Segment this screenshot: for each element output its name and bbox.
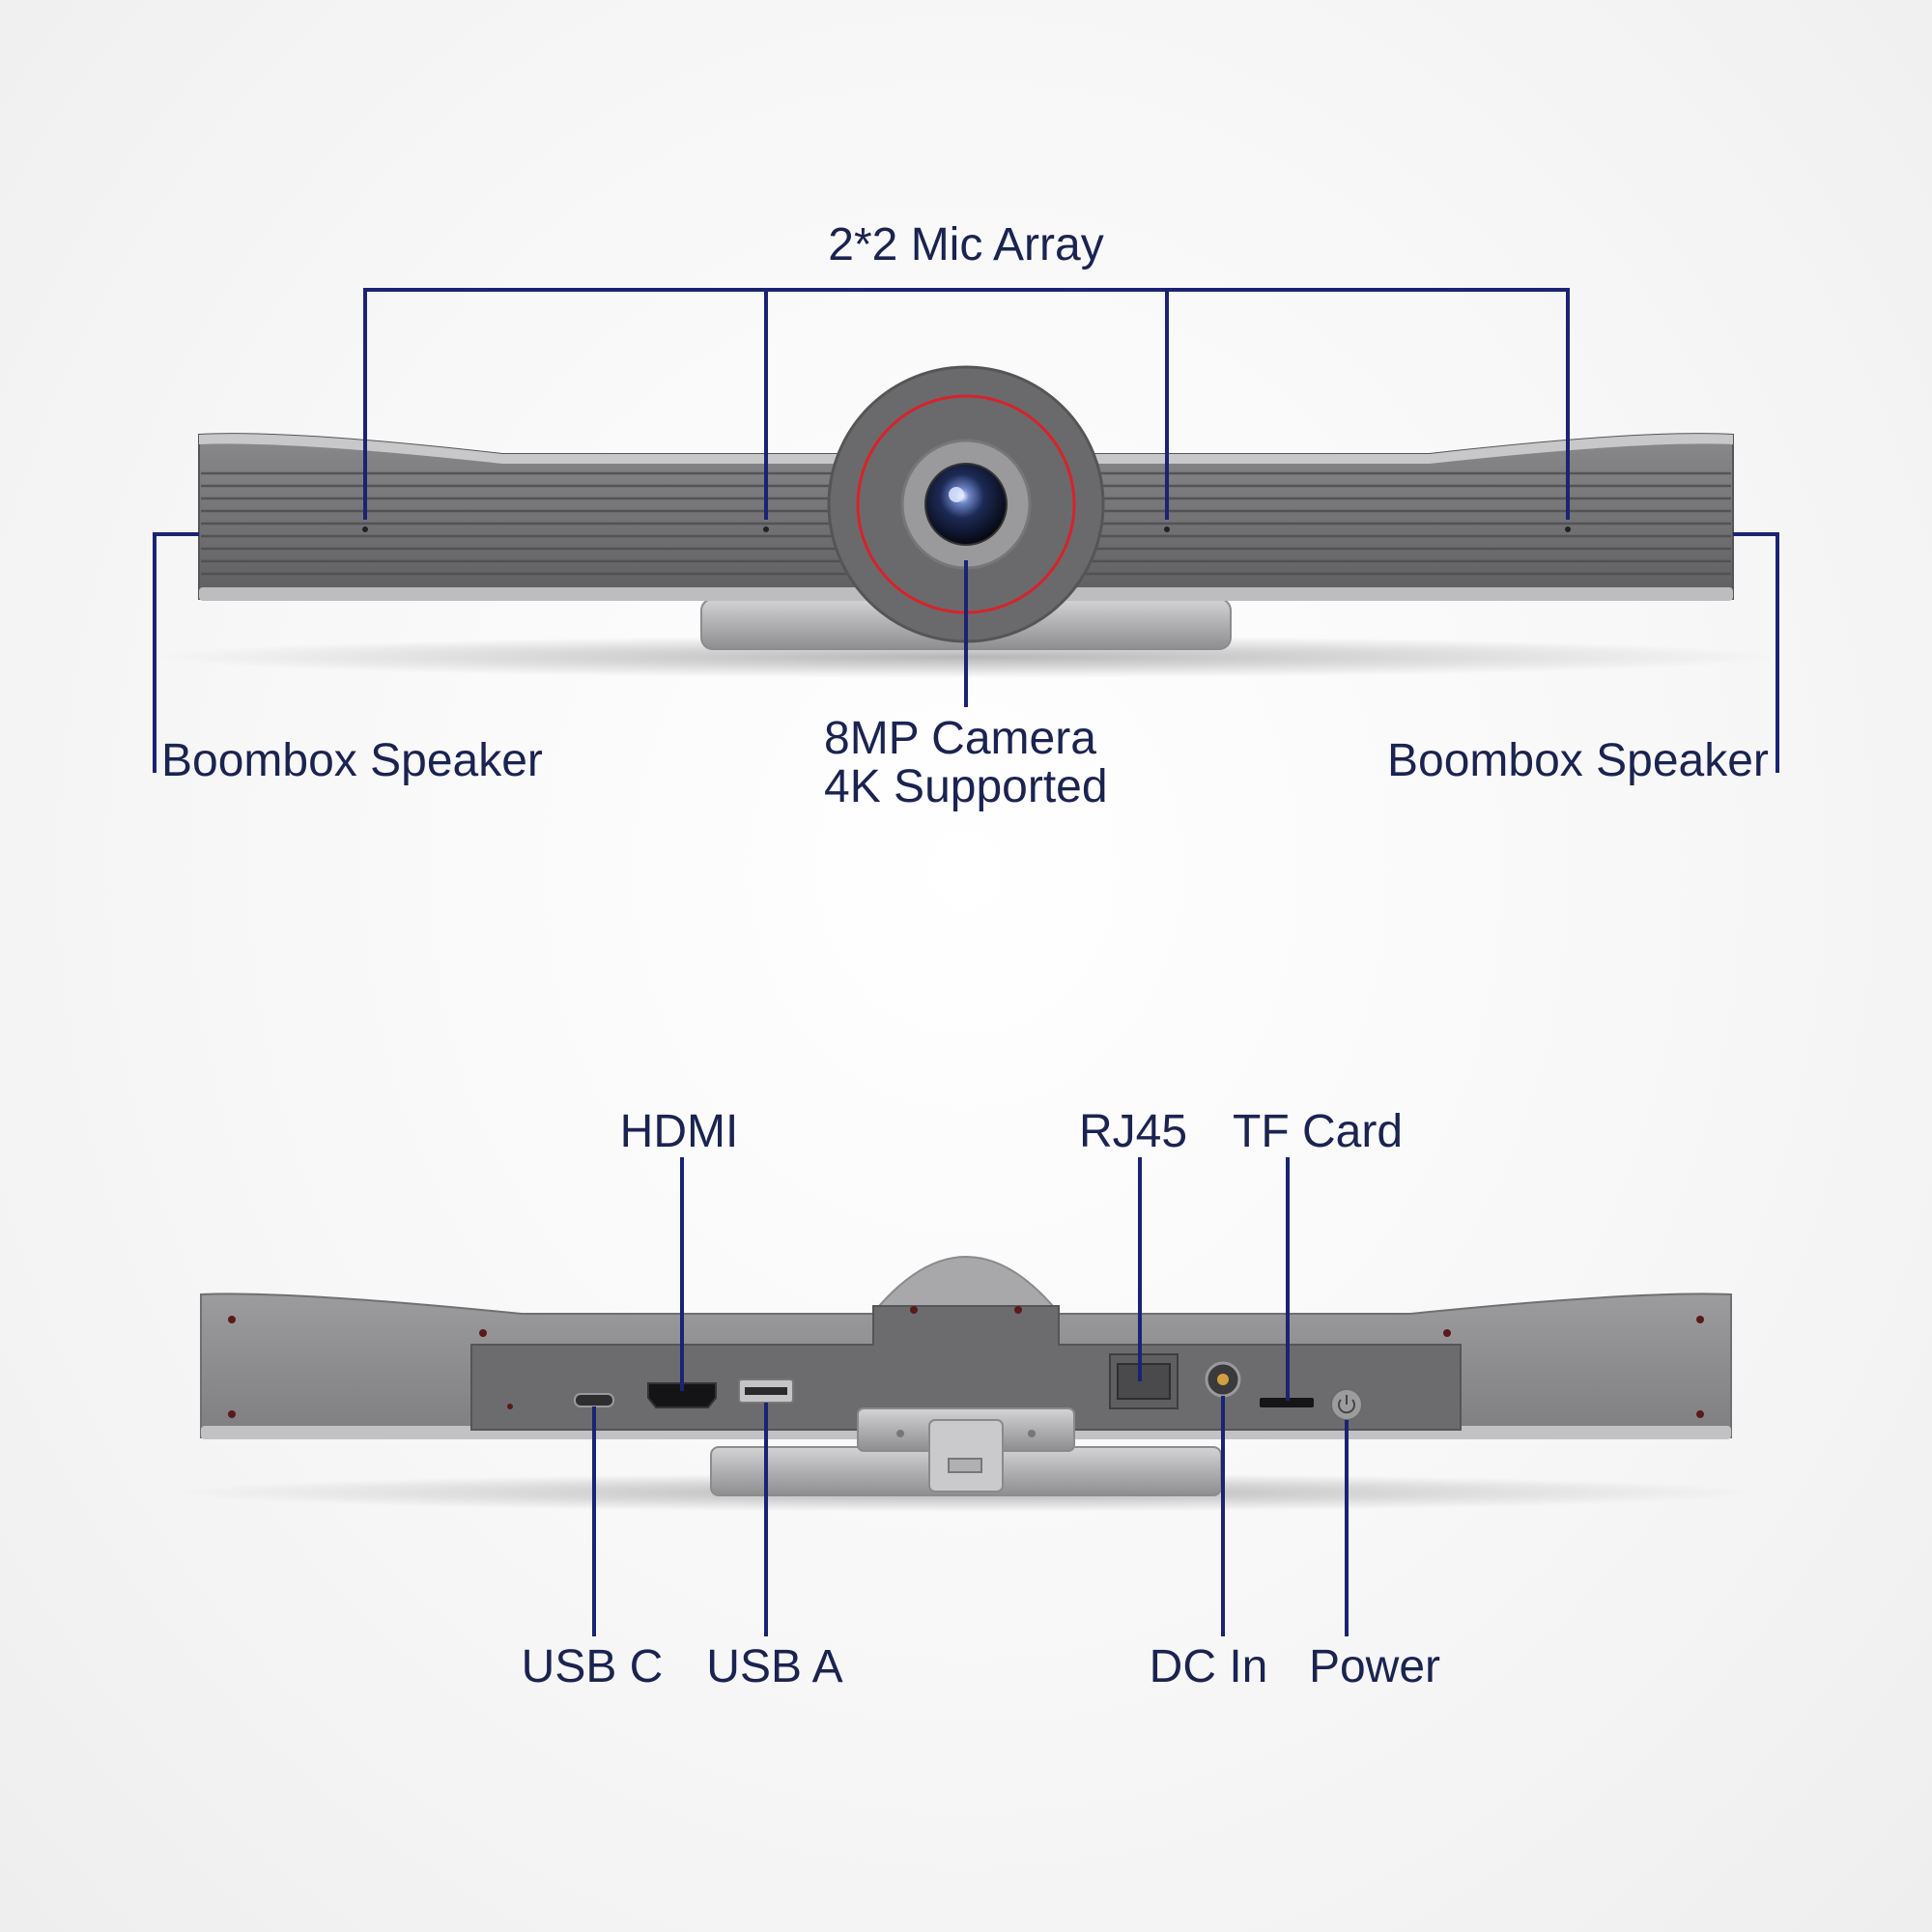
- mic-hole-3: [1164, 526, 1170, 532]
- hdmi-label: HDMI: [619, 1106, 739, 1157]
- mic-hole-4: [1565, 526, 1571, 532]
- mic-hole-1: [362, 526, 368, 532]
- usb-c-port: [574, 1393, 614, 1407]
- front-callouts: [153, 288, 1779, 773]
- rear-view-device: [174, 1256, 1758, 1512]
- rj45-label: RJ45: [1078, 1106, 1188, 1157]
- power-icon: [1338, 1399, 1355, 1414]
- tf-card-label: TF Card: [1232, 1106, 1404, 1157]
- rj45-port-socket: [1117, 1363, 1171, 1400]
- power-label: Power: [1308, 1641, 1441, 1692]
- hdmi-port: [647, 1382, 717, 1408]
- mic-array-bracket: [363, 288, 1570, 520]
- camera-lens-glint: [949, 487, 964, 502]
- rear-callouts: [592, 1157, 1349, 1636]
- camera-label-line2: 4K Supported: [824, 761, 1108, 813]
- right-speaker-callout-line: [1733, 532, 1779, 773]
- usb-a-port-tongue: [745, 1387, 787, 1395]
- front-view-device: [155, 365, 1777, 678]
- dc-in-label: DC In: [1149, 1641, 1268, 1692]
- front-bar-top-edge: [199, 434, 1733, 464]
- rear-screws: [228, 1306, 1704, 1418]
- mic-hole-2: [763, 526, 769, 532]
- left-speaker-callout-line: [153, 532, 199, 773]
- usb-c-label: USB C: [521, 1641, 664, 1692]
- rear-port-panel: [470, 1305, 1462, 1431]
- mic-array-label: 2*2 Mic Array: [828, 219, 1104, 270]
- right-speaker-label: Boombox Speaker: [1387, 735, 1769, 786]
- camera-label-line1: 8MP Camera: [824, 713, 1096, 764]
- usb-a-label: USB A: [706, 1641, 843, 1692]
- left-speaker-label: Boombox Speaker: [161, 735, 543, 786]
- camera-lens: [924, 463, 1008, 546]
- camera-label: 8MP Camera 4K Supported: [824, 713, 1108, 813]
- dc-in-pin: [1217, 1374, 1229, 1385]
- tf-card-slot: [1260, 1398, 1314, 1407]
- rear-mount-clip: [857, 1407, 1075, 1492]
